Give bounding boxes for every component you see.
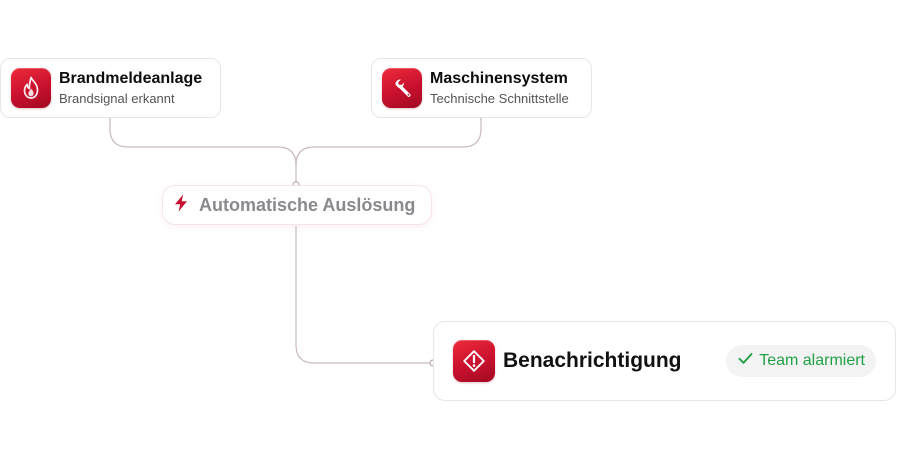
source-subtitle: Technische Schnittstelle	[430, 90, 569, 106]
target-title: Benachrichtigung	[503, 349, 682, 372]
source-title: Brandmeldeanlage	[59, 69, 203, 87]
source-card-fire-alarm[interactable]: Brandmeldeanlage Brandsignal erkannt	[0, 58, 221, 118]
status-badge: Team alarmiert	[726, 345, 876, 377]
source-subtitle: Brandsignal erkannt	[59, 90, 175, 106]
connector-trigger-to-notify	[295, 226, 431, 364]
trigger-label: Automatische Auslösung	[199, 194, 416, 215]
checkmark-icon	[738, 352, 753, 370]
lightning-bolt-icon	[173, 194, 189, 217]
trigger-node[interactable]: Automatische Auslösung	[163, 186, 431, 224]
warning-signpost-icon	[453, 340, 495, 382]
connector-machine-to-trigger	[295, 118, 482, 166]
connector-fire-to-trigger	[109, 118, 297, 184]
status-label: Team alarmiert	[759, 352, 865, 369]
target-card-notification[interactable]: Benachrichtigung Team alarmiert	[433, 321, 896, 401]
source-card-machine-system[interactable]: Maschinensystem Technische Schnittstelle	[371, 58, 592, 118]
flame-icon	[11, 68, 51, 108]
wrench-icon	[382, 68, 422, 108]
source-title: Maschinensystem	[430, 69, 568, 87]
